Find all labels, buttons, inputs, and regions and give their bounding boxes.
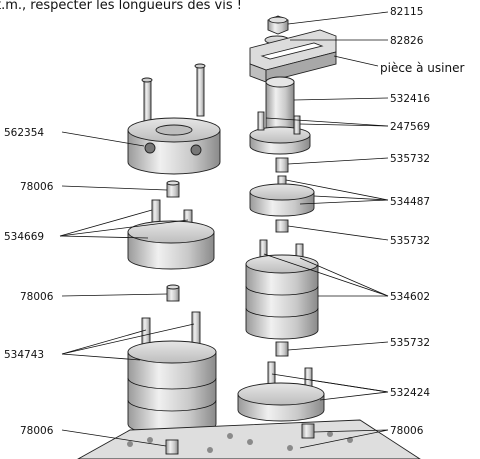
part-78006-pin-a bbox=[166, 180, 180, 198]
part-78006-pin-b bbox=[166, 284, 180, 302]
label-535732-b: 535732 bbox=[390, 235, 430, 247]
label-534669: 534669 bbox=[4, 231, 44, 243]
label-82115: 82115 bbox=[390, 6, 423, 18]
part-534669-puck bbox=[127, 199, 215, 270]
label-562354: 562354 bbox=[4, 127, 44, 139]
label-535732-c: 535732 bbox=[390, 337, 430, 349]
label-247569: 247569 bbox=[390, 121, 430, 133]
label-78006-c: 78006 bbox=[20, 425, 54, 437]
part-535732-pin-b bbox=[275, 219, 289, 233]
part-562354-plate bbox=[127, 63, 221, 175]
workpiece bbox=[249, 29, 337, 83]
part-534602-stack bbox=[245, 239, 319, 340]
label-532424: 532424 bbox=[390, 387, 430, 399]
label-535732-a: 535732 bbox=[390, 153, 430, 165]
leader-lines bbox=[59, 11, 389, 449]
part-532424-base bbox=[237, 361, 325, 422]
label-532416: 532416 bbox=[390, 93, 430, 105]
part-535732-pin-c bbox=[275, 341, 289, 357]
label-78006-a: 78006 bbox=[20, 181, 54, 193]
machine-table-plate bbox=[77, 419, 421, 459]
label-82826: 82826 bbox=[390, 35, 424, 47]
label-534602: 534602 bbox=[390, 291, 430, 303]
part-535732-pin-a bbox=[275, 157, 289, 173]
part-247569-screws bbox=[257, 111, 301, 135]
label-534743: 534743 bbox=[4, 349, 44, 361]
part-534743-stack bbox=[127, 311, 217, 436]
part-534487-adapter bbox=[249, 175, 315, 217]
part-532416-column bbox=[249, 76, 311, 155]
part-82115-nut bbox=[267, 15, 289, 35]
label-534487: 534487 bbox=[390, 196, 430, 208]
caption-text: t.m., respecter les longueurs des vis ! bbox=[0, 0, 242, 13]
label-78006-d: 78006 bbox=[390, 425, 424, 437]
label-piece-a-usiner: pièce à usiner bbox=[380, 61, 464, 75]
label-78006-b: 78006 bbox=[20, 291, 54, 303]
